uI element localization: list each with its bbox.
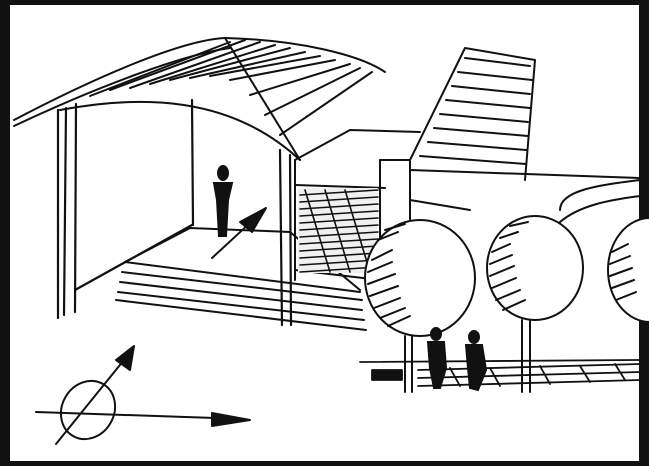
hatched-wall (298, 188, 378, 273)
tree-right (608, 218, 649, 322)
ground-shadow (360, 360, 640, 386)
person-under-canopy (214, 166, 232, 236)
tree-left (365, 220, 475, 392)
north-compass-symbol (36, 346, 250, 449)
striped-tower (410, 48, 535, 180)
